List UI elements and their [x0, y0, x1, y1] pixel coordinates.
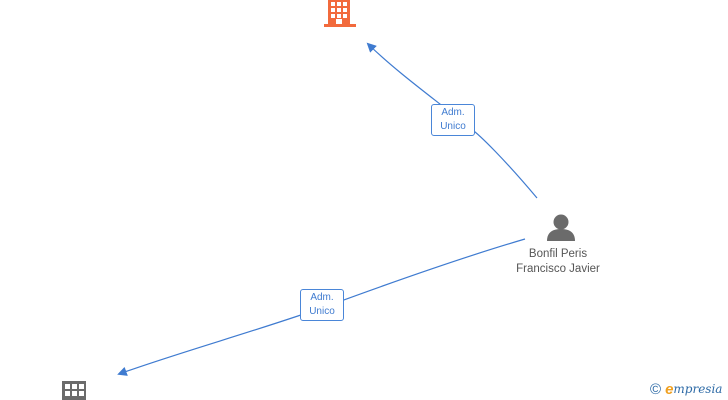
person-icon[interactable] [547, 214, 575, 242]
edge-label-line2: Unico [440, 121, 466, 132]
building-icon[interactable] [324, 0, 356, 27]
brand-initial: e [665, 380, 674, 398]
edge-label-bottom[interactable]: Adm. Unico [300, 289, 344, 321]
edge-label-line2: Unico [309, 306, 335, 317]
edge-label-line1: Adm. [310, 292, 334, 303]
brand-name: mpresia [673, 382, 723, 396]
person-name-label[interactable]: Bonfil Peris Francisco Javier [516, 248, 600, 275]
empresia-watermark: © e mpresia [650, 380, 722, 398]
building-icon[interactable] [62, 381, 86, 400]
edge-label-top[interactable]: Adm. Unico [431, 104, 475, 136]
edge-label-line1: Adm. [441, 107, 465, 118]
copyright-symbol: © [650, 380, 662, 398]
